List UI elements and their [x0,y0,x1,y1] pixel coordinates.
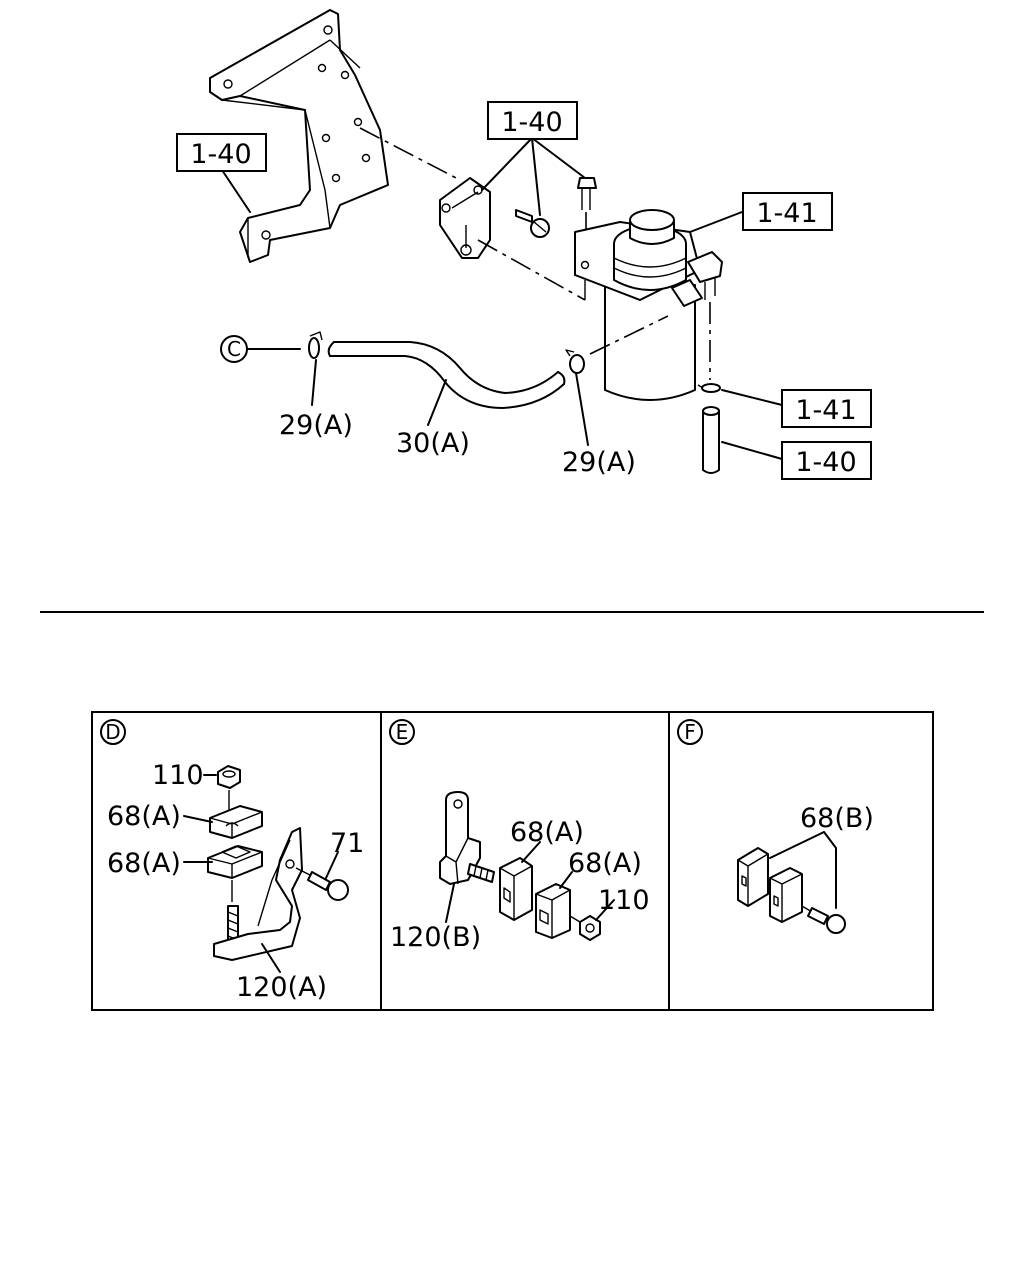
callout-circle-e: E [389,719,415,745]
ref-box-bracket-left: 1-40 [176,133,267,172]
leader-clamp-left [311,359,317,406]
label-clip-f: 68(B) [800,803,874,834]
label-bolt-71: 71 [330,828,364,859]
mounting-bracket-left [209,9,389,263]
stud-e [467,863,495,883]
clip-lower-d [207,845,263,879]
svg-text:E: E [396,720,409,744]
label-clip-upper-d: 68(A) [107,801,181,832]
bracket-120a [213,827,303,961]
leader-clamp-right [575,372,589,446]
label-nut-d: 110 [152,760,204,791]
leader-filter [689,211,743,233]
nut-e [569,915,601,941]
small-clamp [697,383,721,393]
svg-text:1-40: 1-40 [501,107,562,138]
short-tube [702,406,720,474]
label-clip-lower-d: 68(A) [107,848,181,879]
bracket-120b [439,791,481,885]
label-hose: 30(A) [396,428,470,459]
bolt-horizontal [515,209,550,238]
bolt-f [801,905,846,934]
svg-text:1-40: 1-40 [795,447,856,478]
clip-e-1 [499,857,533,921]
label-clamp-right: 29(A) [562,447,636,478]
callout-circle-f: F [677,719,703,745]
ref-box-filter: 1-41 [742,192,833,231]
clip-f-2 [769,867,803,923]
svg-text:C: C [227,337,241,361]
svg-text:D: D [105,720,120,744]
bolt-vertical [577,177,597,240]
label-clip-e-2: 68(A) [568,848,642,879]
leader-bolts [481,137,586,216]
clamp-right [565,315,669,374]
svg-text:1-41: 1-41 [795,395,856,426]
ref-box-bolts: 1-40 [487,101,578,140]
clip-e-2 [535,883,571,939]
alignment-line [359,127,461,181]
leader-tube [721,441,783,460]
detail-panels: D [91,711,934,1011]
bolt-71 [295,867,349,901]
callout-circle-d: D [100,719,126,745]
fuel-filter [574,209,723,401]
clip-upper-d [209,805,263,839]
detail-d: D [100,719,364,1003]
nut-d [217,765,241,812]
ref-box-lower-1: 1-41 [781,389,872,428]
filter-mount-bracket [439,177,586,301]
hose [327,341,566,409]
label-clip-e-1: 68(A) [510,817,584,848]
top-assembly: 1-40 1-40 1-41 1-41 1-40 C 29(A) 30(A) 2… [176,9,872,480]
label-bracket-120a: 120(A) [236,972,327,1003]
svg-text:1-40: 1-40 [190,139,251,170]
leader-hose [427,379,447,426]
label-nut-e: 110 [598,885,650,916]
svg-text:1-41: 1-41 [756,198,817,229]
detail-e: E [389,719,650,953]
clamp-left [308,331,323,359]
label-clamp-left: 29(A) [279,410,353,441]
ref-box-lower-2: 1-40 [781,441,872,480]
clip-f-1 [737,847,769,907]
label-bracket-120b: 120(B) [390,922,481,953]
detail-f: F 68(B) [677,719,874,934]
callout-circle-c: C [220,335,248,363]
leader-clamp-small [721,389,783,406]
leader-bracket-left [221,169,251,213]
svg-text:F: F [684,720,696,744]
